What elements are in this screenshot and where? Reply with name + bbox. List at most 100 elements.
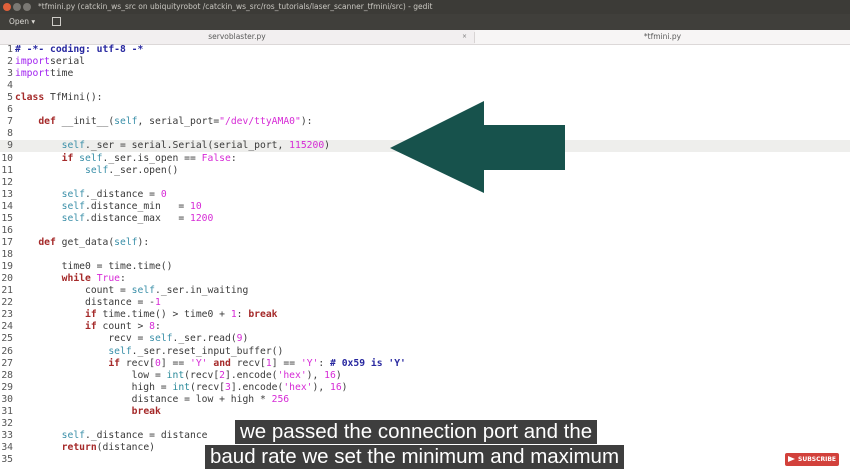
code-token: ) [242, 333, 249, 345]
code-line[interactable]: 13 self._distance = 0 [0, 189, 850, 201]
code-line[interactable]: 20 while True: [0, 273, 850, 285]
code-token: ._ser = serial.Serial(serial_port, [85, 140, 290, 152]
code-token: self [61, 429, 86, 441]
line-number: 15 [1, 212, 13, 224]
code-line[interactable]: 7 def __init__(self, serial_port="/dev/t… [0, 116, 850, 128]
line-number: 9 [7, 140, 13, 152]
code-token: # 0x59 is 'Y' [330, 357, 406, 369]
minimize-window-button[interactable] [13, 3, 21, 11]
code-line[interactable]: 15 self.distance_max = 1200 [0, 213, 850, 225]
code-line[interactable]: 21 count = self._ser.in_waiting [0, 285, 850, 297]
code-line[interactable]: 17 def get_data(self): [0, 237, 850, 249]
code-token: False [201, 152, 231, 164]
line-number: 3 [7, 68, 13, 80]
code-token: ), [312, 381, 330, 393]
code-token: high = [15, 381, 173, 393]
code-line[interactable]: 8 [0, 128, 850, 140]
code-token: .distance_min = [85, 200, 190, 212]
code-line[interactable]: 34 return(distance) [0, 442, 850, 454]
line-number: 34 [1, 441, 13, 453]
save-icon[interactable] [52, 17, 61, 26]
code-line[interactable]: 31 break [0, 406, 850, 418]
code-token: self [61, 200, 86, 212]
code-line[interactable]: 35 [0, 454, 850, 466]
code-token: (recv[ [184, 369, 220, 381]
toolbar: Open ▾ [0, 14, 850, 30]
code-line[interactable]: 6 [0, 104, 850, 116]
code-token: ._distance = [85, 188, 161, 200]
code-line[interactable]: 29 high = int(recv[3].encode('hex'), 16) [0, 382, 850, 394]
code-text: self._distance = distance [13, 430, 208, 442]
code-text: if time.time() > time0 + 1: break [13, 309, 278, 321]
code-token: "/dev/ttyAMA0" [219, 116, 301, 128]
code-line[interactable]: 16 [0, 225, 850, 237]
code-line[interactable]: 10 if self._ser.is_open == False: [0, 153, 850, 165]
code-text: count = self._ser.in_waiting [13, 285, 248, 297]
code-token: def [38, 236, 56, 248]
code-line[interactable]: 24 if count > 8: [0, 321, 850, 333]
code-token: 8 [149, 321, 156, 333]
code-line[interactable]: 12 [0, 177, 850, 189]
code-line[interactable]: 25 recv = self._ser.read(9) [0, 333, 850, 345]
code-token: time.time() > time0 + [96, 309, 231, 321]
code-token: self [61, 212, 86, 224]
code-token: break [131, 405, 161, 417]
code-line[interactable]: 1# -*- coding: utf-8 -* [0, 44, 850, 56]
code-token: ._ser.open() [108, 164, 179, 176]
code-line[interactable]: 32 [0, 418, 850, 430]
code-token: ].encode( [230, 381, 284, 393]
code-token: (distance) [96, 441, 155, 453]
code-token: 'Y' [300, 357, 319, 369]
code-line[interactable]: 30 distance = low + high * 256 [0, 394, 850, 406]
code-line[interactable]: 22 distance = -1 [0, 297, 850, 309]
code-token: break [248, 309, 278, 321]
code-token: self [114, 236, 138, 248]
code-token: 1 [265, 357, 272, 369]
line-number: 26 [1, 345, 13, 357]
code-line[interactable]: 14 self.distance_min = 10 [0, 201, 850, 213]
code-line[interactable]: 23 if time.time() > time0 + 1: break [0, 309, 850, 321]
code-token: 'hex' [277, 369, 307, 381]
code-line[interactable]: 4 [0, 80, 850, 92]
code-line[interactable]: 18 [0, 249, 850, 261]
close-tab-icon[interactable]: × [462, 33, 468, 40]
maximize-window-button[interactable] [23, 3, 31, 11]
code-token: ) [335, 369, 342, 381]
code-token: self [131, 285, 155, 297]
code-text: self._ser.open() [13, 165, 178, 177]
code-token: while [61, 273, 91, 285]
code-line[interactable]: 26 self._ser.reset_input_buffer() [0, 346, 850, 358]
code-line[interactable]: 19 time0 = time.time() [0, 261, 850, 273]
tab-tfmini[interactable]: *tfmini.py [475, 30, 850, 44]
open-button[interactable]: Open ▾ [9, 17, 36, 26]
code-token: ] == [160, 357, 191, 369]
subscribe-button[interactable]: SUBSCRIBE [785, 453, 839, 466]
code-line[interactable]: 27 if recv[0] == 'Y' and recv[1] == 'Y':… [0, 358, 850, 370]
code-token: recv[ [230, 357, 266, 369]
code-text: if count > 8: [13, 321, 161, 333]
line-number: 22 [1, 297, 13, 309]
code-line[interactable]: 33 self._distance = distance [0, 430, 850, 442]
code-token: .distance_max = [85, 212, 190, 224]
code-token: 115200 [289, 140, 325, 152]
code-token: self [85, 164, 109, 176]
line-number: 35 [1, 454, 13, 466]
line-number: 33 [1, 429, 13, 441]
line-number: 24 [1, 321, 13, 333]
code-token: : [230, 152, 237, 164]
code-token: 1200 [190, 212, 214, 224]
code-line[interactable]: 11 self._ser.open() [0, 165, 850, 177]
code-token: ._distance = distance [85, 429, 208, 441]
code-token: int [166, 369, 185, 381]
line-number: 18 [1, 249, 13, 261]
code-line[interactable]: 28 low = int(recv[2].encode('hex'), 16) [0, 370, 850, 382]
code-token: self [108, 345, 132, 357]
close-window-button[interactable] [3, 3, 11, 11]
code-token: time [50, 68, 74, 80]
code-token: ._ser.in_waiting [155, 285, 249, 297]
code-text: distance = low + high * 256 [13, 394, 289, 406]
tab-servoblaster[interactable]: servoblaster.py [0, 30, 474, 44]
